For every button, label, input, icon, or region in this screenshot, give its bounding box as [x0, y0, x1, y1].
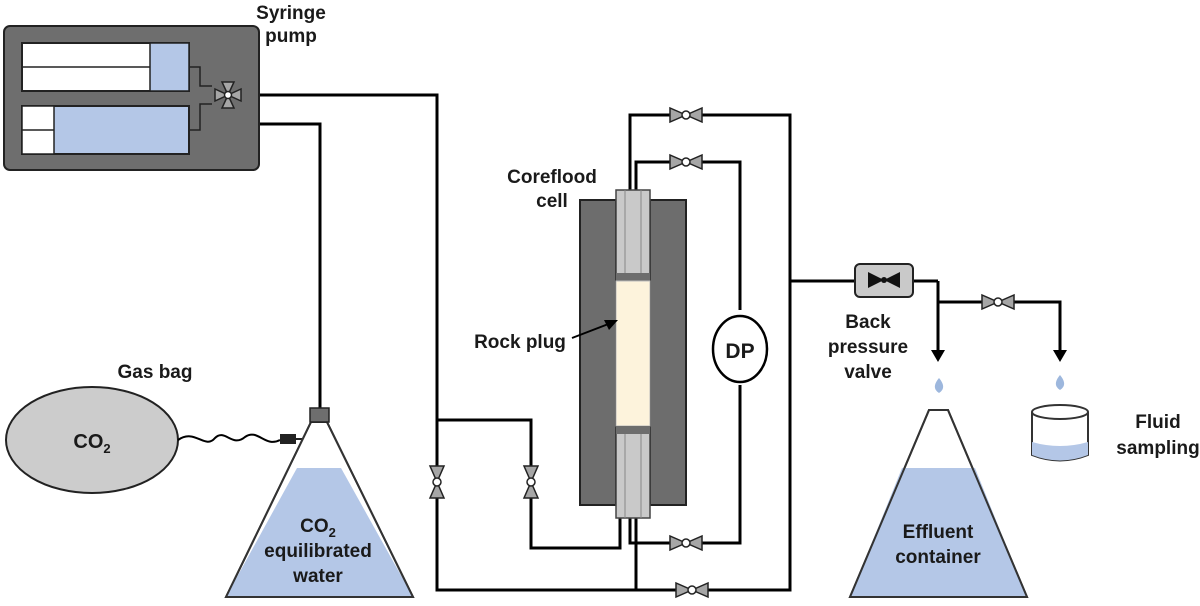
top-bypass-valve[interactable] [669, 107, 703, 123]
bpv-label-1: Back [845, 312, 891, 333]
effluent-label-1: Effluent [903, 522, 974, 543]
coreflood-cell-label: Coreflood [507, 167, 597, 188]
syringe-pump-label: Syringe [256, 3, 326, 24]
effluent-label-2: container [895, 547, 981, 568]
back-pressure-valve[interactable] [854, 263, 914, 298]
dp-label: DP [725, 340, 754, 363]
rock-plug-label: Rock plug [474, 332, 566, 353]
gas-bag-label: Gas bag [118, 362, 193, 383]
four-way-valve-icon[interactable] [214, 81, 242, 109]
gas-bag-co2: CO2 [73, 431, 110, 456]
sampling-drop-icon [1055, 375, 1065, 390]
flask-label-water: water [292, 566, 343, 587]
coreflood-cell-label-2: cell [536, 191, 568, 212]
flask-stopper [309, 407, 330, 423]
flask-label-equilibrated: equilibrated [264, 541, 372, 562]
fluid-sampling-label-1: Fluid [1135, 412, 1180, 433]
co2-equilibrated-water-flask [224, 407, 415, 598]
bottom-bypass-valve[interactable] [675, 582, 709, 598]
sampling-valve[interactable] [981, 294, 1015, 310]
dp-bottom-valve[interactable] [669, 535, 703, 551]
syringe-pump [3, 25, 260, 171]
rock-plug [615, 280, 651, 427]
fluid-sampling-label-2: sampling [1116, 438, 1199, 459]
dp-gauge: DP [711, 314, 769, 384]
inlet-valve-right[interactable] [523, 465, 539, 499]
bpv-label-3: valve [844, 362, 892, 383]
gas-bag-connector [280, 434, 296, 444]
coreflood-cell [579, 189, 687, 519]
dp-top-valve[interactable] [669, 154, 703, 170]
effluent-drop-icon [934, 378, 944, 393]
syringe-pump-label-2: pump [265, 26, 317, 47]
flask-label-co2: CO2 [300, 516, 336, 540]
gas-bag: CO2 [5, 386, 308, 494]
inlet-valve-left[interactable] [429, 465, 445, 499]
effluent-container [848, 409, 1029, 598]
bpv-label-2: pressure [828, 337, 908, 358]
sampling-beaker [1031, 404, 1089, 462]
